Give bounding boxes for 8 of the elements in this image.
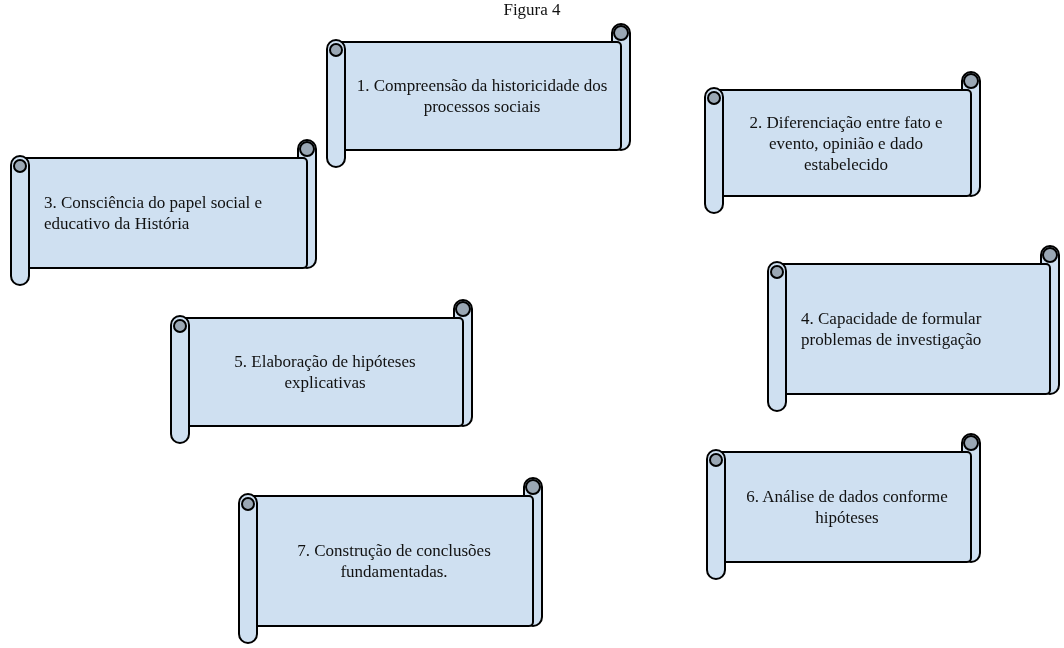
scroll-text: 1. Compreensão da historicidade dos processos sociais xyxy=(355,75,609,117)
scroll-text: 4. Capacidade de formular problemas de investigação xyxy=(800,308,983,350)
scroll-text: 5. Elaboração de hipóteses explicativas xyxy=(233,351,417,393)
scroll-text: 2. Diferenciação entre fato e evento, opinião e dado estabelecido xyxy=(748,111,944,175)
scroll-text: 3. Consciência do papel social e educativo da História xyxy=(43,192,264,234)
figure-title: Figura 4 xyxy=(503,0,561,20)
scroll-text: 6. Análise de dados conforme hipóteses xyxy=(745,486,949,528)
scroll-text: 7. Construção de conclusões fundamentadas. xyxy=(296,540,492,582)
